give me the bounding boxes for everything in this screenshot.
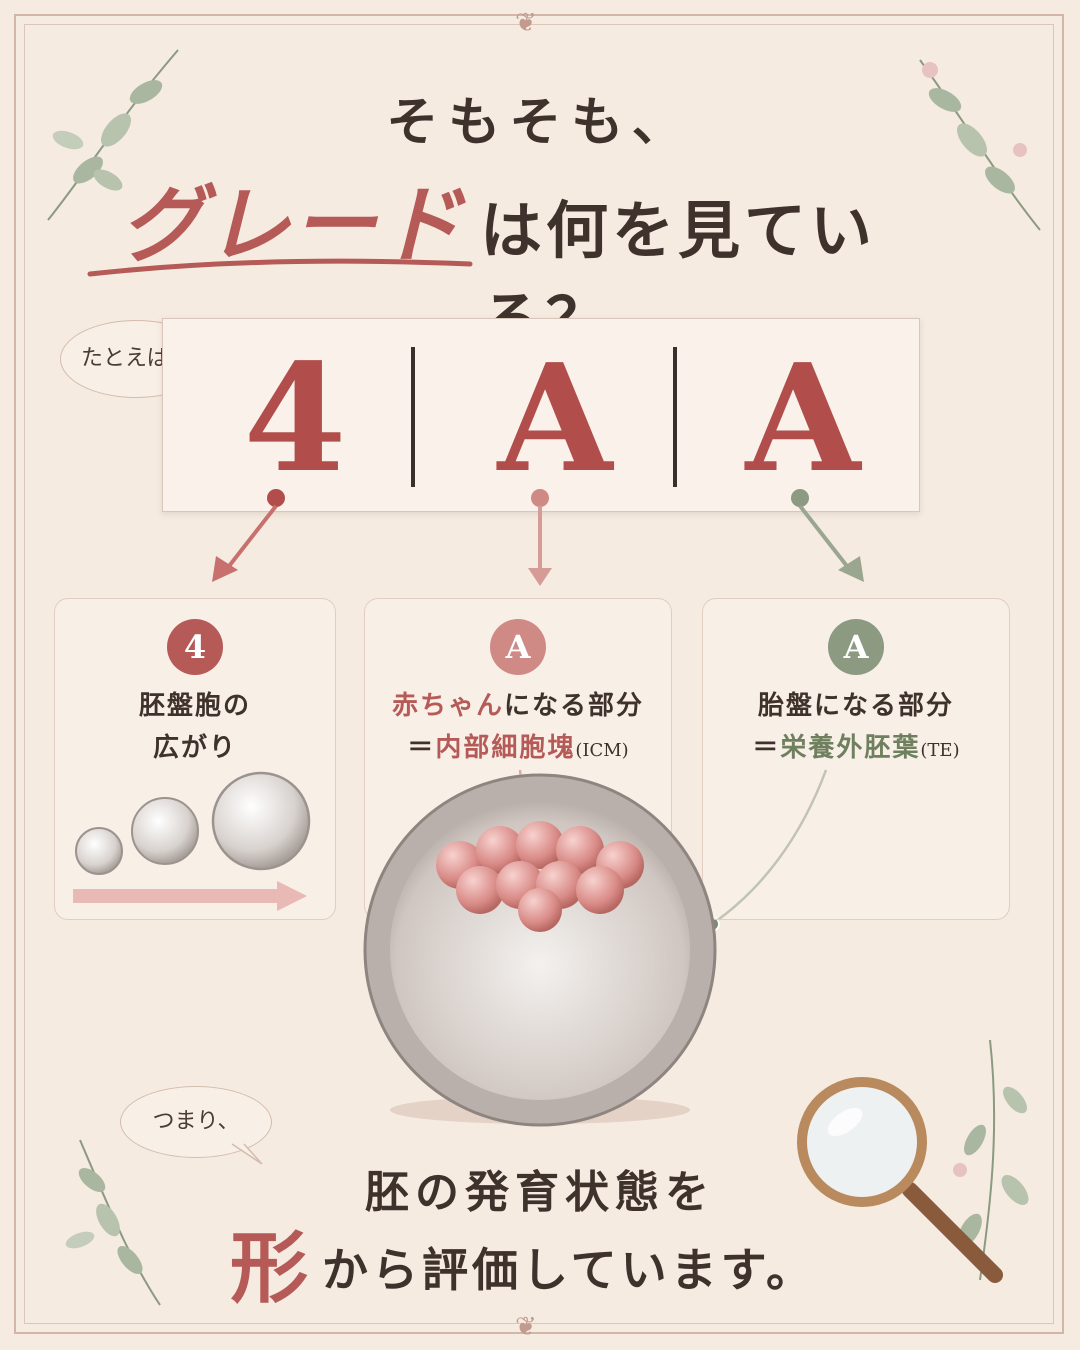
grade-icm: A	[497, 331, 613, 505]
expansion-illustration	[73, 771, 311, 911]
panel-line-1: 胎盤になる部分	[757, 691, 954, 721]
top-ornament-icon: ❦	[515, 8, 537, 38]
panel-text: になる部分	[504, 691, 645, 721]
summary-line-2: 形 から評価しています。	[230, 1206, 950, 1314]
blastocyst-large-icon	[211, 771, 311, 871]
summary-bubble-tail	[231, 1143, 263, 1165]
grade-te: A	[745, 331, 861, 505]
connector-dot	[531, 489, 549, 507]
panel-expansion: 4 胚盤胞の 広がり	[54, 598, 336, 920]
leaf-branch-bottom-left-icon	[65, 1139, 161, 1306]
grade-card: 4 A A	[162, 318, 920, 512]
magnifying-glass-icon	[797, 1077, 1003, 1283]
panel-line-2: ＝栄養外胚葉(TE)	[703, 727, 1009, 764]
summary-line-1: 胚の発育状態を	[365, 1167, 715, 1218]
title-underline-stroke	[87, 258, 473, 277]
arrow-head-icon	[528, 568, 552, 586]
panel-abbreviation: (ICM)	[575, 740, 629, 761]
title-grade-word: グレード	[120, 175, 465, 274]
connector-line	[798, 504, 852, 572]
growth-arrow-bar	[73, 889, 279, 903]
panel-badge: 4	[167, 619, 223, 675]
inner-cell-mass	[436, 821, 644, 932]
summary-rest-text: から評価しています。	[322, 1243, 817, 1297]
panel-accent-text: 内部細胞塊	[435, 733, 576, 763]
inner-frame	[24, 24, 1054, 1324]
connector-dot	[791, 489, 809, 507]
panel-badge: A	[490, 619, 546, 675]
blastocyst-medium-icon	[131, 797, 199, 865]
grade-divider	[673, 347, 677, 487]
grade-divider	[411, 347, 415, 487]
arrow-head-icon	[838, 556, 864, 582]
panel-accent-text: 赤ちゃん	[391, 691, 504, 721]
grade-expansion: 4	[243, 331, 347, 505]
title-line-2: グレード は何を見ている？	[110, 158, 990, 357]
panel-line-1: 胚盤胞の	[138, 691, 251, 721]
connector-line	[224, 504, 278, 572]
title-line-1: そもそも、	[386, 92, 694, 153]
growth-arrow-head-icon	[277, 881, 307, 911]
panel-line-1: 赤ちゃんになる部分	[365, 685, 671, 722]
arrow-head-icon	[212, 556, 238, 582]
bottom-ornament-icon: ❦	[515, 1312, 537, 1342]
panel-abbreviation: (TE)	[920, 740, 960, 761]
summary-accent-word: 形	[230, 1223, 309, 1314]
panel-line-2: ＝内部細胞塊(ICM)	[365, 727, 671, 764]
leaf-branch-top-right-icon	[919, 59, 1041, 231]
blastocyst-illustration	[363, 773, 717, 1127]
panel-te: A 胎盤になる部分 ＝栄養外胚葉(TE)	[702, 598, 1010, 920]
equals-sign: ＝	[407, 733, 436, 763]
summary-bubble-text: つまり、	[152, 1109, 240, 1134]
panel-badge: A	[828, 619, 884, 675]
equals-sign: ＝	[752, 733, 781, 763]
blastocyst-small-icon	[75, 827, 123, 875]
leaf-branch-bottom-right-icon	[953, 1039, 1029, 1281]
connector-dot	[267, 489, 285, 507]
panel-line-2: 広がり	[152, 733, 237, 763]
outer-frame	[14, 14, 1064, 1334]
leaf-branch-top-left-icon	[47, 49, 179, 221]
panel-accent-text: 栄養外胚葉	[780, 733, 921, 763]
